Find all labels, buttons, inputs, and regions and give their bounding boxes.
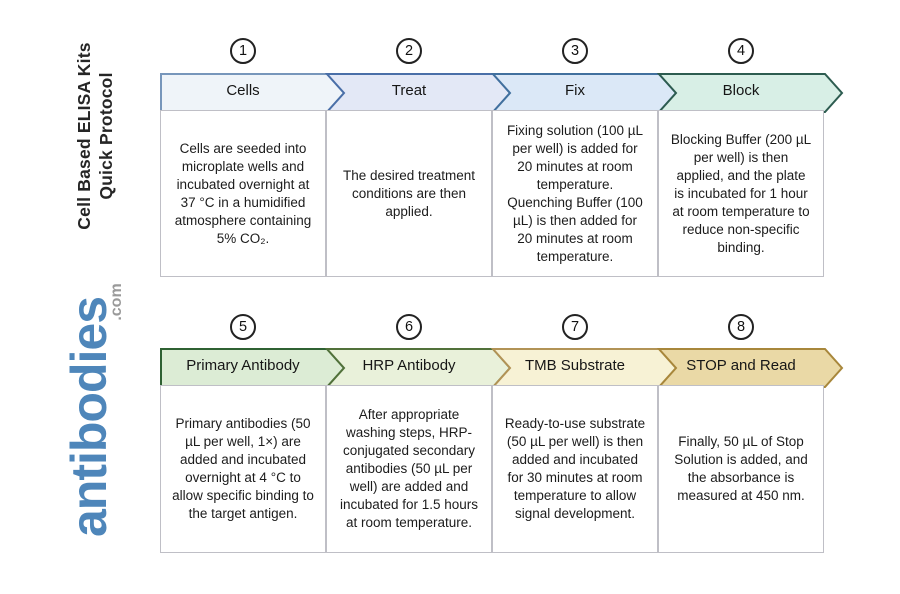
step-label-cells: Cells (226, 82, 260, 99)
step-number-badge: 7 (562, 314, 588, 340)
step-label-fix: Fix (565, 82, 585, 99)
arrow-segment-stop-and-read (656, 348, 844, 388)
step-description-box: After appropriate washing steps, HRP-con… (326, 385, 492, 553)
step-description-box: Fixing solution (100 µL per well) is add… (492, 110, 658, 277)
step-description: Blocking Buffer (200 µL per well) is the… (670, 131, 812, 255)
arrow-band-row-1 (160, 73, 844, 113)
step-description: Cells are seeded into microplate wells a… (174, 140, 312, 246)
page-title-line2: Quick Protocol (96, 72, 116, 200)
step-description-box: Finally, 50 µL of Stop Solution is added… (658, 385, 824, 553)
page-title-line1: Cell Based ELISA Kits (74, 42, 94, 230)
step-description-box: Cells are seeded into microplate wells a… (160, 110, 326, 277)
step-number-badge: 4 (728, 38, 754, 64)
step-number-badge: 2 (396, 38, 422, 64)
step-description: Ready-to-use substrate (50 µL per well) … (504, 416, 646, 521)
step-number-badge: 5 (230, 314, 256, 340)
step-description-box: Primary antibodies (50 µL per well, 1×) … (160, 385, 326, 553)
step-label-treat: Treat (391, 82, 427, 99)
step-label-tmb-substrate: TMB Substrate (524, 357, 626, 374)
step-description: Primary antibodies (50 µL per well, 1×) … (172, 416, 314, 521)
step-description: Fixing solution (100 µL per well) is add… (506, 122, 644, 264)
step-label-stop-and-read: STOP and Read (686, 357, 796, 374)
step-number-badge: 1 (230, 38, 256, 64)
step-number-badge: 3 (562, 38, 588, 64)
page-title: Cell Based ELISA Kits Quick Protocol (73, 18, 119, 254)
step-description-box: Blocking Buffer (200 µL per well) is the… (658, 110, 824, 277)
step-label-primary-antibody: Primary Antibody (186, 357, 300, 374)
step-description: The desired treatment conditions are the… (342, 167, 476, 219)
step-label-hrp-antibody: HRP Antibody (362, 357, 456, 374)
antibodies-logo-suffix: .com (108, 283, 125, 321)
step-description: After appropriate washing steps, HRP-con… (339, 407, 479, 530)
protocol-flowchart: 1 2 3 4 Cells Treat Fix Block Cells are … (160, 0, 860, 594)
step-description-box: The desired treatment conditions are the… (326, 110, 492, 277)
step-description-box: Ready-to-use substrate (50 µL per well) … (492, 385, 658, 553)
arrow-segment-block (656, 73, 844, 113)
step-number-badge: 8 (728, 314, 754, 340)
step-description: Finally, 50 µL of Stop Solution is added… (674, 434, 808, 503)
step-number-badge: 6 (396, 314, 422, 340)
step-label-block: Block (722, 82, 760, 99)
